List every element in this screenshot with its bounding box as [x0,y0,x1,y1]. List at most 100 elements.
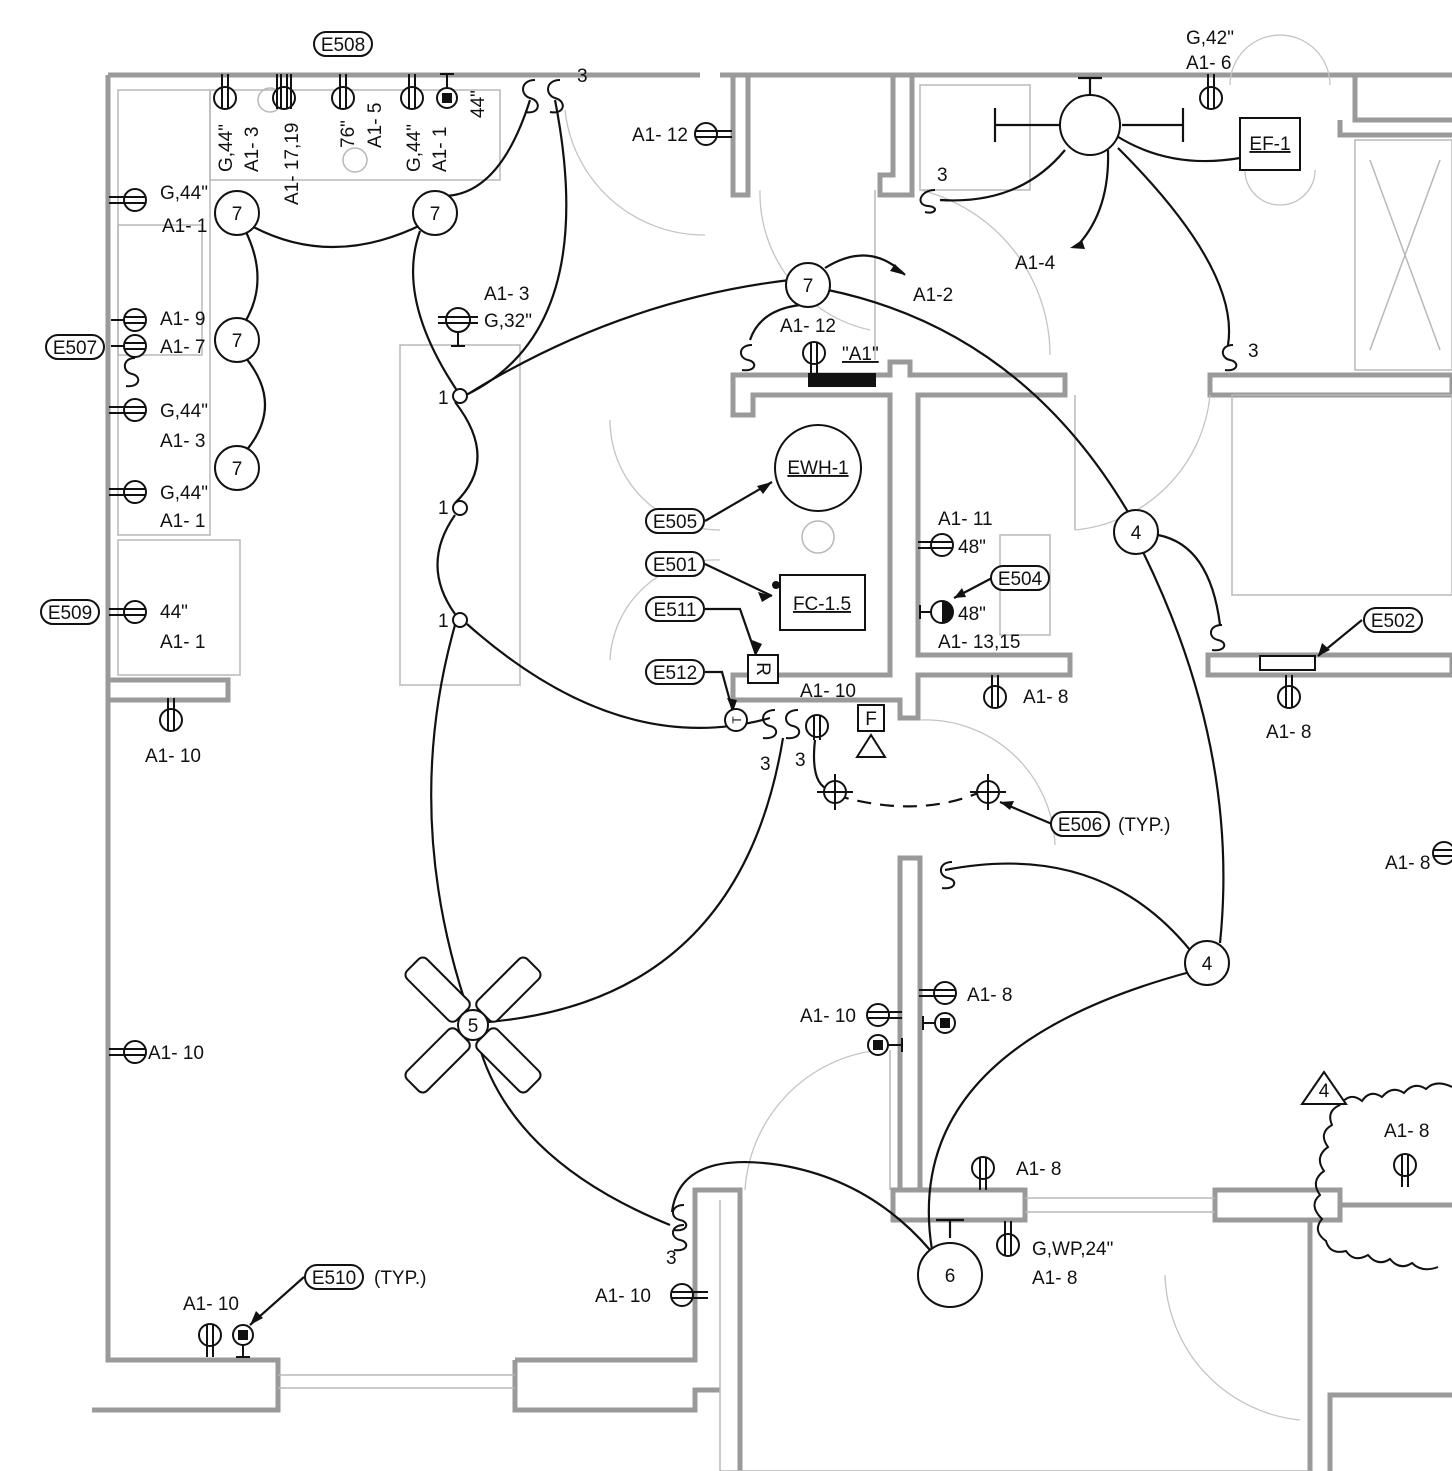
circuit-label: A1- 8 [1266,722,1311,743]
circuit-label: G,32" [484,311,532,332]
circuit-label: 1 [438,388,449,409]
light-fixture [214,445,260,491]
switch-symbol [762,709,778,740]
switch-symbol [522,79,539,114]
circuit-label: 48" [958,537,986,558]
receptacle-symbol [400,74,424,110]
circuit-labels: G,44"A1- 1A1- 9A1- 7G,44"A1- 3G,44"A1- 1… [145,28,1430,1315]
switch-symbol [547,79,564,114]
circuit-label: A1- 13,15 [938,632,1020,653]
circuit-label: 3 [1248,341,1259,362]
circuit-label: 3 [666,1248,677,1269]
circuit-label: A1- 8 [1023,687,1068,708]
f-box-label: F [865,709,877,730]
ceiling-fan-symbol [404,956,542,1094]
circuit-label: A1- 11 [938,509,993,530]
circuit-label: G,42" [1186,28,1234,49]
switch-symbol [672,1204,688,1232]
circuit-label: A1- 9 [160,309,205,330]
circuit-label: A1- 8 [1385,853,1430,874]
smoke-detector-symbol [817,774,853,810]
keynote-tag-label: E505 [653,512,697,533]
circuit-label: A1- 8 [1384,1121,1429,1142]
keynote-tag-label: E507 [53,338,97,359]
circuit-label: 1 [438,611,449,632]
architectural-background [117,34,1452,1471]
equipment: EWH-1 FC-1.5 EF-1 "A1" F R T 4 [724,94,1452,1271]
circuit-label: A1- 12 [780,316,836,337]
circuit-label-vertical: A1- 5 [365,103,386,148]
keynote-tag [40,599,100,625]
r-box-label: R [752,662,773,676]
lighting-fixtures: 777773446 [214,116,1230,1308]
data-outlet-symbol [436,73,458,109]
circuit-label-vertical: 44" [468,90,489,118]
circuit-wiring [244,76,1363,1326]
exhaust-fan-label: EF-1 [1249,134,1290,155]
downlight-symbol [452,388,468,404]
circuit-label: A1- 8 [967,985,1012,1006]
keynote-tag [1050,811,1110,837]
circuit-label: G,44" [160,183,208,204]
keynote-tag [1363,607,1423,633]
receptacle-symbol [111,334,147,358]
circuit-label: 3 [760,754,771,775]
keynote-tag-label: E512 [653,663,697,684]
receptacle-symbol [983,675,1007,709]
receptacle-symbol [272,74,296,110]
light-fixture [1184,940,1230,986]
circuit-label: A1- 7 [160,337,205,358]
fixture-type-label: 7 [430,204,441,225]
f-box-symbol [857,704,885,732]
circuit-label-vertical: A1- 1 [430,127,451,172]
circuit-label: 1 [438,498,449,519]
walls [92,72,1452,1471]
receptacle-symbol [213,74,237,110]
receptacle-symbol [111,308,147,332]
switch-symbol [672,1224,688,1252]
fan-coil-symbol [779,574,866,631]
downlights [452,388,468,628]
circuit-label: A1- 10 [145,746,201,767]
receptacle-symbol [694,122,732,146]
data-outlet-symbol [922,1012,956,1034]
fixture-type-label: 7 [232,331,243,352]
circuit-label: A1-4 [1015,253,1056,274]
circuit-label: A1- 1 [160,632,205,653]
circuit-label: A1- 10 [800,681,856,702]
circuit-label: A1- 8 [1032,1268,1077,1289]
keynote-tag-label: E509 [48,603,92,624]
receptacle-symbol [802,341,826,375]
thermostat-symbol [724,708,748,732]
r-box-symbol [747,654,779,684]
switch-symbol [123,357,140,388]
keynote-tag-label: E504 [998,569,1043,590]
receptacle-symbol [918,533,954,557]
light-fixture [214,190,260,236]
receptacle-symbol [866,1003,902,1027]
circuit-label: A1- 3 [484,284,529,305]
circuit-label: A1- 10 [148,1043,204,1064]
receptacles [109,73,1452,1358]
switch-symbol [1210,624,1226,652]
keynote-tag-label: E501 [653,555,697,576]
circuit-label: A1- 6 [1186,53,1231,74]
circuit-label: 3 [937,165,948,186]
data-outlet-symbol [232,1324,254,1358]
water-heater-label: EWH-1 [787,458,848,479]
light-fixture [214,317,260,363]
keynote-tag [645,596,705,622]
revision-cloud [1313,1082,1452,1271]
fixture-type-label: 6 [945,1266,956,1287]
keynote-tag-label: E511 [654,600,697,621]
ceiling-fan-label: 5 [468,1016,479,1037]
keynote-tag-label: E506 [1058,815,1102,836]
floor-receptacle-symbol [438,307,478,347]
data-outlet-symbol [867,1034,903,1056]
keynote-tag [45,334,105,360]
baseboard-heater-symbol [1259,655,1316,671]
receptacle-symbol [1432,841,1452,865]
circuit-label: A1- 10 [800,1006,856,1027]
switches [123,79,1238,1252]
panel-label: "A1" [842,344,879,365]
